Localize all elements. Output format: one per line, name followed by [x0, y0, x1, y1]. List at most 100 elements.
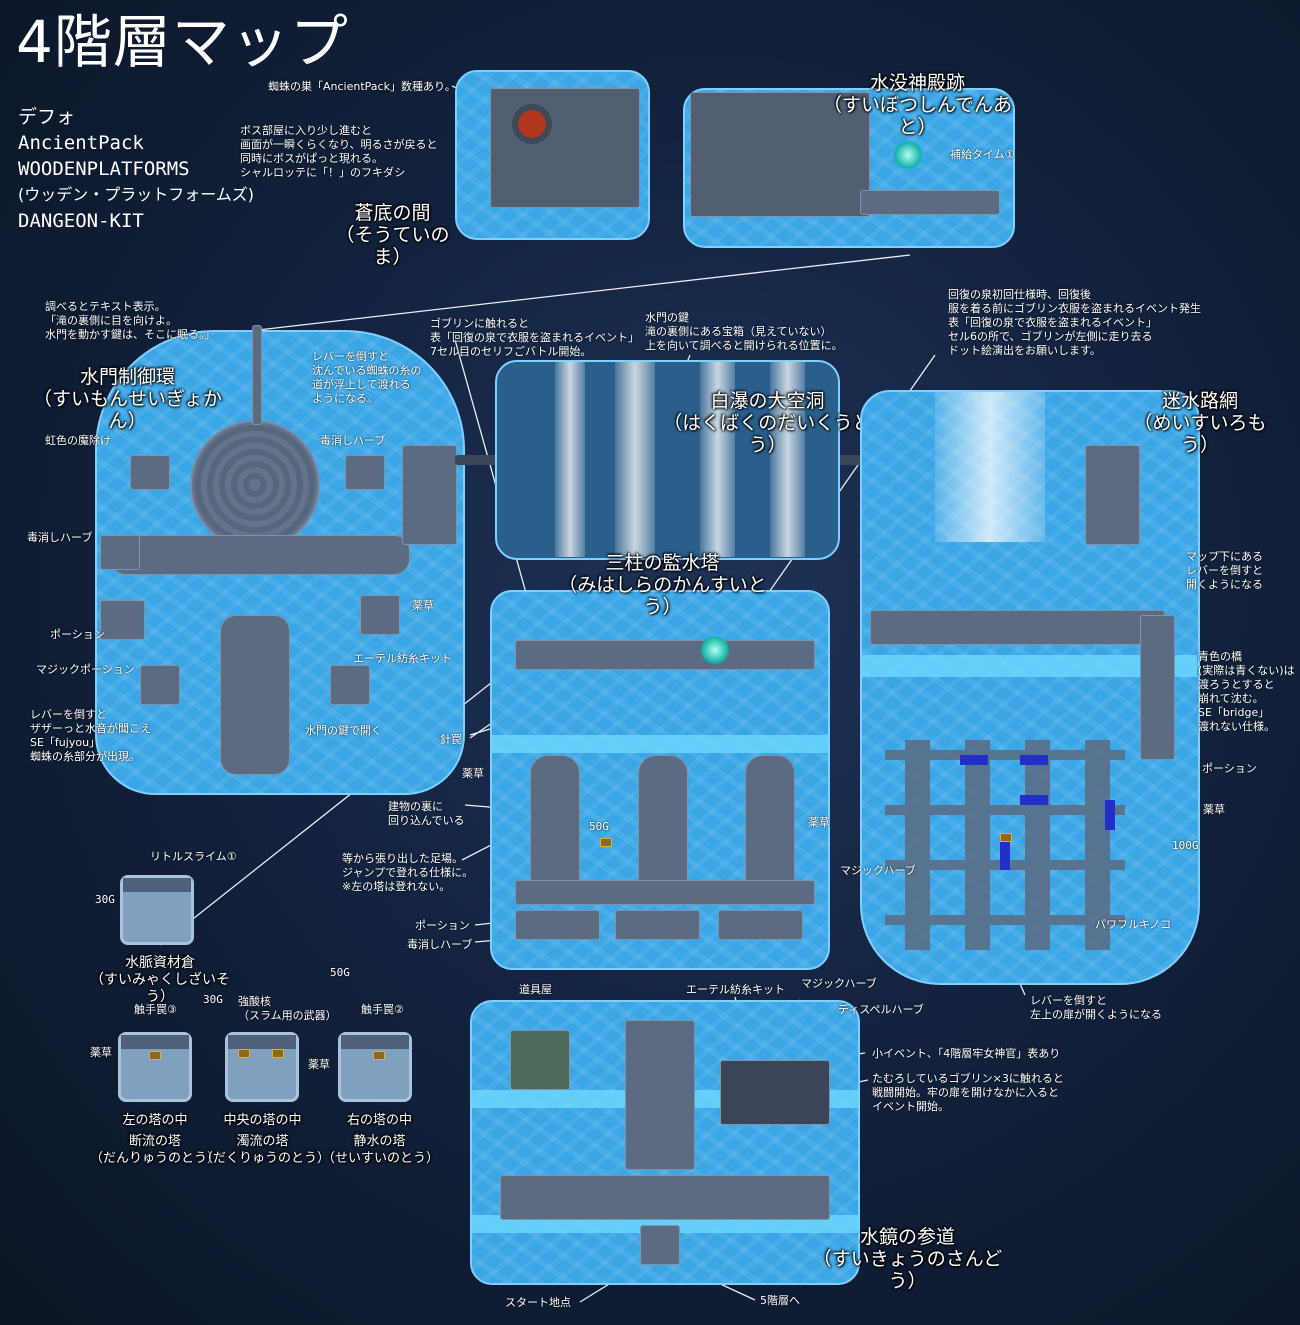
blue-bridge	[1020, 755, 1048, 765]
ring-platform	[190, 420, 320, 550]
east-walkway	[1140, 615, 1175, 760]
credit-item: (ウッデン・プラットフォームズ)	[18, 185, 255, 204]
room-suimyaku	[120, 875, 194, 945]
note-supply: 補給タイム①	[950, 148, 1015, 161]
recovery-spring-icon	[700, 635, 730, 665]
note-spring: 回復の泉初回仕様時、回復後 服を着る前にゴブリン衣服を盗まれるイベント発生 表「…	[948, 288, 1201, 357]
tentacle-arms	[110, 535, 410, 575]
trap-tentacle-2: 触手罠②	[361, 1003, 404, 1016]
credit-item: DANGEON-KIT	[18, 210, 144, 232]
note-goblin-touch: ゴブリンに触れると 表「回復の泉で衣服を盗まれるイベント」 7セル目のセリフごバ…	[430, 317, 639, 358]
side-room	[360, 595, 400, 635]
area-name-suikyou: 水鏡の参道（すいきょうのさんどう）	[812, 1226, 1003, 1292]
item-gold: 100G	[1172, 839, 1199, 852]
credit-item: WOODENPLATFORMS	[18, 158, 190, 180]
trap-tentacle-3: 触手罠③	[134, 1003, 177, 1016]
area-name-seisui: 右の塔の中静水の塔（せいすいのとう）	[322, 1113, 440, 1166]
room-dakuryu	[225, 1032, 299, 1102]
item-potion: ポーション	[415, 919, 470, 932]
area-name-suimyaku: 水脈資材倉（すいみゃくしざいそう）	[90, 955, 230, 1005]
lower-platform	[515, 910, 600, 940]
note-small-event: 小イベント、「4階層牢女神官」表あり	[872, 1047, 1061, 1060]
item-rainbow-charm: 虹色の魔除け	[45, 434, 111, 447]
item-herb: 薬草	[308, 1058, 330, 1071]
item-herb: 薬草	[1203, 803, 1225, 816]
note-lever-spider: レバーを倒すと 沈んでいる蜘蛛の糸の 道が浮上して渡れる ようになる。	[312, 350, 422, 405]
item-antidote-herb: 毒消しハーブ	[407, 938, 473, 951]
credit-item: AncientPack	[18, 132, 144, 154]
temple-walkway	[860, 190, 1000, 215]
area-name-soutei: 蒼底の間（そうていのま）	[335, 202, 450, 268]
item-power-mushroom: パワフルキノコ	[1095, 918, 1172, 931]
north-bridge	[252, 325, 262, 425]
note-lever-water: レバーを倒すと ザザーっと水音が聞こえ SE「fujyou」 蜘蛛の糸部分が出現…	[30, 708, 151, 763]
item-herb: 薬草	[808, 816, 830, 829]
item-ether-kit: エーテル紡糸キット	[686, 983, 785, 996]
area-name-dakuryu: 中央の塔の中濁流の塔（だくりゅうのとう）	[200, 1113, 331, 1166]
side-room	[330, 665, 370, 705]
central-hall	[625, 1020, 695, 1170]
tower-center	[638, 755, 688, 885]
shop-shrine	[510, 1030, 570, 1090]
boss-platform	[490, 88, 640, 208]
area-name-mihashira: 三柱の監水塔（みはしらのかんすいとう）	[558, 552, 767, 618]
blue-bridge	[1000, 840, 1010, 870]
prison-building	[720, 1060, 830, 1125]
treasure-chest-icon	[1000, 833, 1012, 842]
waterfall	[615, 362, 655, 557]
side-room	[100, 600, 145, 640]
treasure-chest-icon	[600, 838, 612, 847]
note-lever-door: レバーを倒すと 左上の扉が開くようになる	[1030, 994, 1162, 1021]
page-title: 4階層マップ	[16, 8, 349, 76]
item-acid-core: 強酸核 （スラム用の武器）	[238, 995, 337, 1022]
item-gold: 30G	[95, 893, 115, 906]
item-magic-herb: マジックハーブ	[840, 864, 916, 877]
lower-platform	[718, 910, 803, 940]
lower-platform	[615, 910, 700, 940]
item-gold: 50G	[330, 966, 350, 979]
upper-walkway	[515, 640, 815, 670]
area-name-suibotsu: 水没神殿跡（すいぼつしんでんあと）	[822, 72, 1013, 138]
area-name-danryu: 左の塔の中断流の塔（だんりゅうのとう）	[89, 1113, 220, 1166]
note-scaffold: 等から張り出した足場。 ジャンプで登れる仕様に。 ※左の塔は登れない。	[342, 852, 474, 893]
room-seisui	[338, 1032, 412, 1102]
blue-bridge	[960, 755, 988, 765]
south-hall	[220, 615, 290, 775]
item-herb: 薬草	[412, 599, 434, 612]
credit-item: デフォ	[18, 106, 76, 128]
item-antidote-herb: 毒消しハーブ	[27, 531, 93, 544]
item-magic-herb: マジックハーブ	[801, 977, 877, 990]
shop-label: 道具屋	[519, 983, 552, 996]
item-herb: 薬草	[90, 1046, 112, 1059]
upper-walkway	[870, 610, 1165, 645]
item-magic-potion: マジックポーション	[36, 663, 135, 676]
start-point-label: スタート地点	[505, 1296, 571, 1309]
blue-bridge	[1020, 795, 1048, 805]
note-inspect: 調べるとテキスト表示。 「滝の裏側に目を向けよ。 水門を動かす鍵は、そこに眠る。…	[45, 300, 216, 341]
item-herb: 薬草	[462, 767, 484, 780]
recovery-spring-icon	[893, 140, 923, 170]
area-name-suimon: 水門制御環（すいもんせいぎょかん）	[32, 366, 223, 432]
note-behind: 建物の裏に 回り込んでいる	[388, 800, 465, 827]
note-blue-bridge: 青色の橋 (実際は青くない)は 渡ろうとすると 崩れて沈む。 SE「bridge…	[1198, 650, 1295, 733]
credits-list: デフォ AncientPack WOODENPLATFORMS (ウッデン・プラ…	[18, 104, 254, 234]
item-potion: ポーション	[1202, 762, 1257, 775]
lower-walkway	[500, 1175, 830, 1220]
item-gold: 50G	[589, 820, 609, 833]
area-name-meisui: 迷水路網（めいすいろもう）	[1133, 390, 1267, 456]
enemy-little-slime: リトルスライム①	[150, 850, 237, 863]
tower-right	[745, 755, 795, 885]
stair-tower	[402, 445, 457, 545]
waterfall	[700, 362, 735, 557]
floor5-exit-label: 5階層へ	[760, 1294, 800, 1307]
item-ether-kit: エーテル紡糸キット	[353, 652, 452, 665]
blue-bridge	[1105, 800, 1115, 830]
start-stairs	[640, 1225, 680, 1265]
side-room	[130, 455, 170, 490]
note-goblins: たむろしているゴブリン×3に触れると 戦闘開始。牢の扉を開けなかに入ると イベン…	[872, 1072, 1064, 1113]
tower-left	[530, 755, 580, 885]
item-potion: ポーション	[50, 628, 105, 641]
water-channel	[862, 655, 1197, 677]
note-gate-key: 水門の鍵 滝の裏側にある宝箱（見えていない） 上を向いて調べると開けられる位置に…	[645, 311, 843, 352]
spider-boss-icon	[518, 110, 546, 138]
